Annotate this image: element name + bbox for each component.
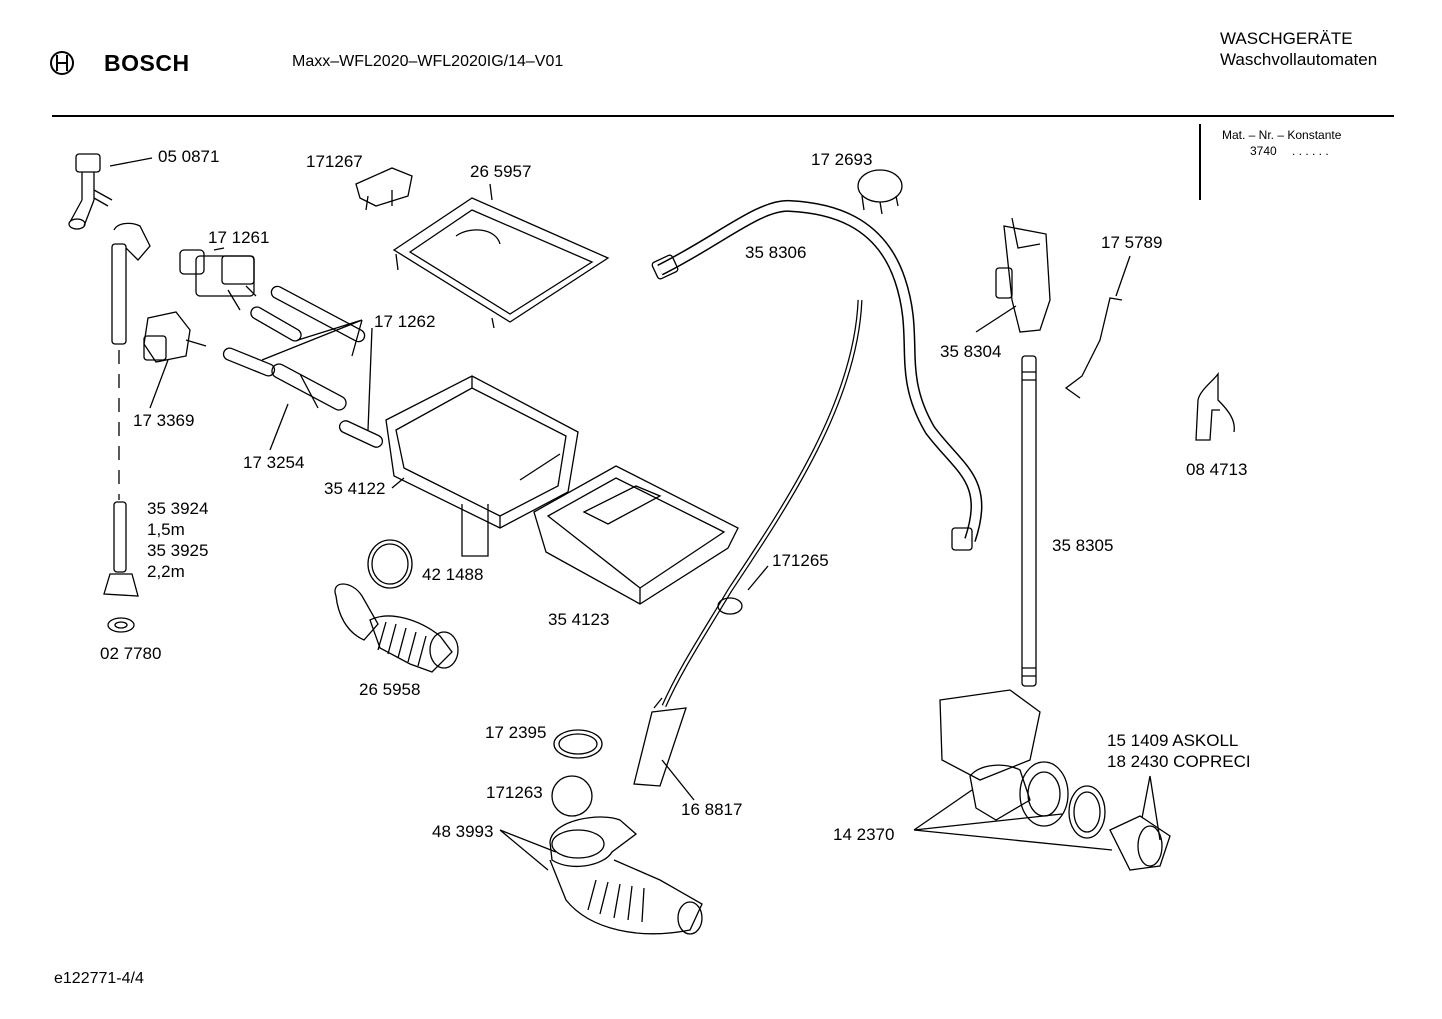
pressure-hose-part bbox=[661, 299, 863, 708]
leader-483993 bbox=[499, 829, 557, 871]
leader-175789 bbox=[1115, 255, 1131, 297]
leader-050871 bbox=[109, 157, 153, 167]
part-label-050871: 05 0871 bbox=[158, 147, 220, 166]
document-id: e122771-4/4 bbox=[54, 970, 144, 987]
leader-168817 bbox=[661, 759, 695, 801]
leader-171261 bbox=[213, 247, 225, 251]
dispenser-drawer-part bbox=[533, 465, 739, 605]
drain-pump-part bbox=[939, 689, 1171, 871]
air-chamber-part bbox=[633, 697, 687, 787]
aquastop-part bbox=[995, 217, 1051, 333]
material-number-label: Mat. – Nr. – Konstante bbox=[1222, 128, 1342, 142]
part-label-171265: 171265 bbox=[772, 551, 829, 570]
clip-part-171267 bbox=[355, 167, 413, 211]
ball-part-171263 bbox=[551, 775, 593, 817]
part-label-171267: 171267 bbox=[306, 152, 363, 171]
holder-part-084713 bbox=[1195, 371, 1235, 441]
leader-358304 bbox=[975, 305, 1017, 333]
leader-142370 bbox=[913, 789, 1113, 851]
part-label-151409: 15 1409 ASKOLL bbox=[1107, 731, 1239, 750]
material-number-value: 3740 bbox=[1250, 144, 1277, 158]
part-label-182430: 18 2430 COPRECI bbox=[1107, 752, 1251, 771]
vertical-hose-part bbox=[1021, 355, 1037, 687]
connector-hoses-part bbox=[222, 285, 384, 448]
part-label-171263: 171263 bbox=[486, 783, 543, 802]
part-length-22m: 2,2m bbox=[147, 562, 185, 581]
material-number-dots: . . . . . . bbox=[1292, 144, 1329, 158]
category-title: WASCHGERÄTE bbox=[1220, 29, 1353, 48]
part-label-353925: 35 3925 bbox=[147, 541, 209, 560]
sump-hose-part bbox=[549, 816, 703, 935]
part-label-265957: 26 5957 bbox=[470, 162, 532, 181]
leader-173254 bbox=[269, 403, 289, 451]
part-label-265958: 26 5958 bbox=[359, 680, 421, 699]
part-label-175789: 17 5789 bbox=[1101, 233, 1163, 252]
seal-ring-part bbox=[367, 539, 413, 589]
leader-265957 bbox=[489, 183, 493, 201]
category-subtitle: Waschvollautomaten bbox=[1220, 50, 1378, 69]
dispenser-top-part bbox=[392, 197, 610, 329]
bellows-hose-part bbox=[334, 583, 459, 673]
model-title: Maxx–WFL2020–WFL2020IG/14–V01 bbox=[292, 53, 564, 70]
dispenser-housing-part bbox=[385, 375, 579, 557]
inlet-hose-part bbox=[103, 222, 151, 633]
part-label-354123: 35 4123 bbox=[548, 610, 610, 629]
part-label-171261: 17 1261 bbox=[208, 228, 270, 247]
part-label-171262: 17 1262 bbox=[374, 312, 436, 331]
part-label-173369: 17 3369 bbox=[133, 411, 195, 430]
part-label-172693: 17 2693 bbox=[811, 150, 873, 169]
leader-171262 bbox=[261, 319, 373, 431]
inlet-valve-part bbox=[179, 249, 257, 311]
part-label-084713: 08 4713 bbox=[1186, 460, 1248, 479]
ball-seal-ring-part bbox=[553, 729, 603, 759]
part-label-483993: 48 3993 bbox=[432, 822, 494, 841]
leader-173369 bbox=[149, 359, 169, 409]
leader-171265 bbox=[747, 565, 769, 591]
part-label-358305: 35 8305 bbox=[1052, 536, 1114, 555]
part-label-172395: 17 2395 bbox=[485, 723, 547, 742]
part-label-421488: 42 1488 bbox=[422, 565, 484, 584]
part-label-353924: 35 3924 bbox=[147, 499, 209, 518]
part-label-354122: 35 4122 bbox=[324, 479, 386, 498]
brand-logo-text: BOSCH bbox=[104, 50, 190, 76]
leader-pump-filter bbox=[1141, 775, 1161, 841]
leader-354122 bbox=[391, 477, 405, 489]
part-label-358306: 35 8306 bbox=[745, 243, 807, 262]
y-connector-part bbox=[68, 153, 113, 230]
rod-part-175789 bbox=[1064, 297, 1123, 399]
valve-part-173369 bbox=[143, 311, 207, 363]
part-length-15m: 1,5m bbox=[147, 520, 185, 539]
part-label-168817: 16 8817 bbox=[681, 800, 743, 819]
bosch-logo-icon bbox=[50, 51, 74, 75]
part-label-173254: 17 3254 bbox=[243, 453, 305, 472]
upper-hose-part bbox=[651, 199, 983, 551]
part-label-358304: 35 8304 bbox=[940, 342, 1002, 361]
part-label-142370: 14 2370 bbox=[833, 825, 895, 844]
pressure-switch-part bbox=[857, 169, 903, 215]
part-label-027780: 02 7780 bbox=[100, 644, 162, 663]
